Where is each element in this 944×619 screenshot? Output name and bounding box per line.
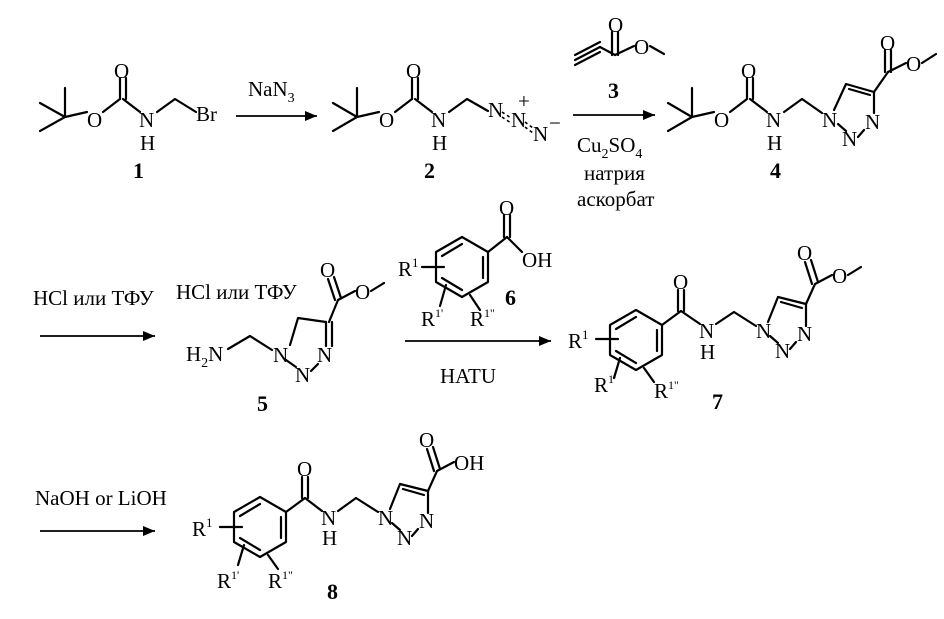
reaction-arrow-5: NaOH or LiOH xyxy=(35,486,167,536)
reaction-arrow-1: NaN3 xyxy=(236,77,317,121)
substituent-r1-double-prime: R1" xyxy=(654,378,679,403)
substituent-r1: R1 xyxy=(568,327,589,353)
atom-o: O xyxy=(379,108,394,132)
atom-h: H xyxy=(700,340,715,364)
atom-oh: OH xyxy=(454,451,484,475)
charge-minus: − xyxy=(549,111,561,135)
substituent-r1-prime: R1' xyxy=(217,568,239,593)
compound-8: R1 R1' R1" O N H N N N O OH 8 xyxy=(192,428,484,604)
substituent-r1: R1 xyxy=(192,515,213,541)
compound-number: 1 xyxy=(133,158,144,183)
atom-n: N xyxy=(699,319,714,343)
compound-number: 5 xyxy=(257,391,268,416)
atom-n: N xyxy=(842,127,857,151)
atom-o: O xyxy=(714,108,729,132)
atom-o: O xyxy=(87,108,102,132)
atom-n: N xyxy=(766,108,781,132)
compound-number: 4 xyxy=(770,158,781,183)
substituent-r1-prime: R1' xyxy=(421,306,443,331)
reagent-sodium: натрия xyxy=(584,161,645,185)
compound-number: 8 xyxy=(327,579,338,604)
atom-n: N xyxy=(822,108,837,132)
atom-o: O xyxy=(355,280,370,304)
atom-n: N xyxy=(295,363,310,387)
substituent-r1-double-prime: R1" xyxy=(268,568,293,593)
atom-br: Br xyxy=(196,102,217,126)
atom-o: O xyxy=(906,52,921,76)
atom-o: O xyxy=(297,457,312,481)
atom-o: O xyxy=(880,31,895,55)
atom-oh: OH xyxy=(522,248,552,272)
atom-n: N xyxy=(797,322,812,346)
compound-number: 2 xyxy=(424,158,435,183)
reagent-copper-sulfate: Cu2SO4 xyxy=(577,133,642,162)
reaction-arrow-2: Cu2SO4 натрия аскорбат xyxy=(573,110,655,211)
atom-o: O xyxy=(797,241,812,265)
atom-n: N xyxy=(397,526,412,550)
atom-n: N xyxy=(419,509,434,533)
compound-1: O O N H Br 1 xyxy=(38,59,217,183)
substituent-r1: R1 xyxy=(398,255,419,281)
compound-7: R1 R1' R1" O N H N N N O O 7 xyxy=(568,241,863,414)
atom-h: H xyxy=(322,526,337,550)
compound-number: 7 xyxy=(712,389,723,414)
atom-o: O xyxy=(419,428,434,452)
reagent-3: O O 3 xyxy=(573,13,666,103)
compound-2: O O N H N N + N − 2 xyxy=(331,59,561,183)
atom-n: N xyxy=(317,343,332,367)
substituent-r1-double-prime: R1" xyxy=(470,306,495,331)
reagent-base: NaOH or LiOH xyxy=(35,486,167,510)
reaction-arrow-3: HCl или ТФУ xyxy=(33,286,155,341)
atom-o: O xyxy=(634,35,649,59)
atom-o: O xyxy=(499,196,514,220)
atom-n: N xyxy=(775,339,790,363)
atom-o: O xyxy=(320,258,335,282)
atom-o: O xyxy=(673,270,688,294)
atom-n: N xyxy=(273,343,288,367)
compound-4: O O N H N N N O O 4 xyxy=(666,31,938,183)
reagent-hatu: HATU xyxy=(440,364,496,388)
atom-n: N xyxy=(865,110,880,134)
substituent-r1-prime: R1' xyxy=(594,372,616,397)
amine-group: H2N xyxy=(186,342,223,371)
atom-n: N xyxy=(511,108,526,132)
atom-h: H xyxy=(140,131,155,155)
atom-n: N xyxy=(488,98,503,122)
compound-5: HCl или ТФУ H2N N N N O O 5 xyxy=(176,258,386,416)
reagent-number: 3 xyxy=(608,78,619,103)
charge-plus: + xyxy=(518,89,530,113)
atom-o: O xyxy=(741,59,756,83)
atom-o: O xyxy=(114,59,129,83)
reagent-number: 6 xyxy=(505,285,516,310)
reagent-acid: HCl или ТФУ xyxy=(33,286,154,310)
atom-n: N xyxy=(431,108,446,132)
reagent-sodium-azide: NaN3 xyxy=(248,77,295,106)
reagent-ascorbate: аскорбат xyxy=(577,187,654,211)
reagent-6: O OH R1 R1' R1" 6 xyxy=(398,196,552,331)
atom-n: N xyxy=(533,122,548,146)
reaction-arrow-4: HATU xyxy=(405,336,551,388)
atom-n: N xyxy=(321,506,336,530)
atom-h: H xyxy=(767,131,782,155)
atom-o: O xyxy=(608,13,623,37)
atom-h: H xyxy=(432,131,447,155)
atom-n: N xyxy=(378,506,393,530)
atom-n: N xyxy=(756,319,771,343)
salt-label: HCl или ТФУ xyxy=(176,280,297,304)
atom-n: N xyxy=(139,108,154,132)
atom-o: O xyxy=(406,59,421,83)
atom-o: O xyxy=(832,264,847,288)
